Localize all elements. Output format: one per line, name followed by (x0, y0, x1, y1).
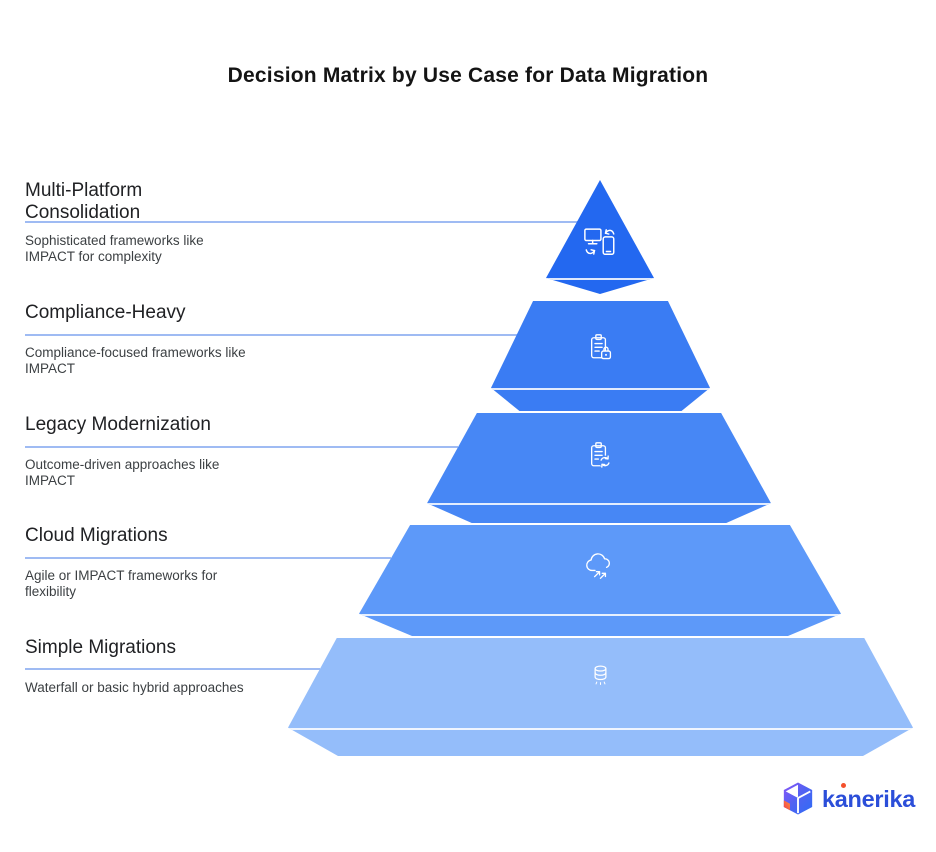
level-1-heading: Multi-Platform Consolidation (25, 180, 143, 223)
kanerika-logo-icon (783, 782, 813, 815)
logo-i-dot (841, 782, 846, 788)
level-1-description: Sophisticated frameworks like IMPACT for… (25, 233, 204, 264)
pyramid-level-4 (359, 525, 841, 636)
level-3-heading: Legacy Modernization (25, 414, 211, 435)
level-2-leader-line (25, 334, 517, 336)
level-2-description: Compliance-focused frameworks like IMPAC… (25, 345, 246, 376)
pyramid-level-5 (288, 638, 913, 756)
cloud-migration-icon (580, 545, 620, 585)
clipboard-sync-icon (580, 437, 620, 477)
logo-text: kanerika (822, 785, 915, 812)
level-4-heading: Cloud Migrations (25, 525, 168, 546)
page-title: Decision Matrix by Use Case for Data Mig… (227, 64, 709, 87)
database-icon (582, 657, 619, 694)
level-3-leader-line (25, 446, 458, 448)
pyramid-level-2 (491, 301, 710, 411)
kanerika-logo: kanerika (781, 780, 915, 817)
level-5-description: Waterfall or basic hybrid approaches (25, 680, 244, 695)
level-1-leader-line (25, 221, 578, 223)
level-5-heading: Simple Migrations (25, 637, 176, 658)
device-sync-icon (578, 219, 622, 263)
clipboard-lock-icon (580, 329, 620, 369)
level-3-description: Outcome-driven approaches like IMPACT (25, 457, 220, 488)
level-4-leader-line (25, 557, 391, 559)
level-4-description: Agile or IMPACT frameworks for flexibili… (25, 568, 218, 599)
level-5-leader-line (25, 668, 320, 670)
level-2-heading: Compliance-Heavy (25, 302, 186, 323)
pyramid-level-3 (427, 413, 771, 523)
